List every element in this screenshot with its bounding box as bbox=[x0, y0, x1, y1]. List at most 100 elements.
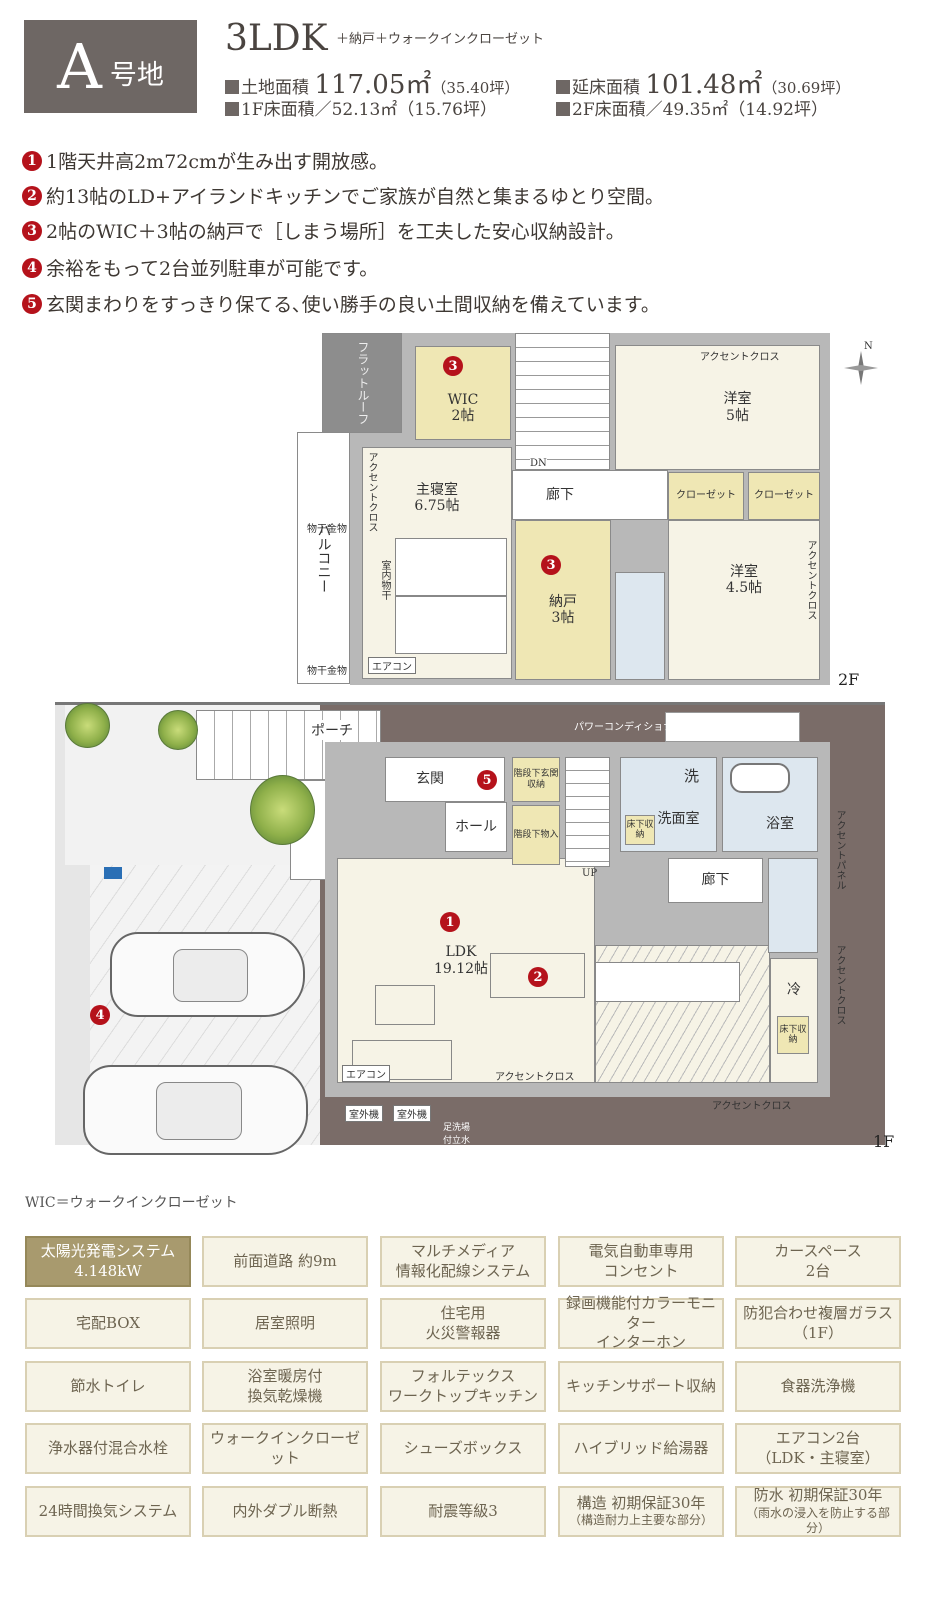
room-name: 洋室 bbox=[723, 391, 752, 408]
equipment-sublabel: 換気乾燥機 bbox=[247, 1386, 323, 1405]
point-number: 2 bbox=[22, 185, 42, 206]
equipment-label: 防水 初期保証30年 bbox=[753, 1486, 883, 1505]
total-floor-tsubo: （30.69坪） bbox=[762, 79, 851, 97]
point-marker-2: 2 bbox=[528, 967, 548, 987]
equipment-item: マルチメディア情報化配線システム bbox=[380, 1236, 546, 1287]
point-marker-4: 4 bbox=[90, 1005, 110, 1025]
hanger-label: 物干金物 bbox=[307, 524, 347, 535]
room-name: 冷 bbox=[787, 982, 801, 999]
point-text: 玄関まわりをすっきり保てる､使い勝手の良い土間収納を備えています。 bbox=[46, 294, 660, 316]
equipment-label: ハイブリッド給湯器 bbox=[573, 1438, 709, 1457]
equipment-item: 防犯合わせ複層ガラス（1F） bbox=[735, 1298, 901, 1349]
accent-panel-label: アクセントパネル bbox=[834, 810, 845, 890]
faucet-label: 足洗場付立水栓 bbox=[443, 1123, 471, 1159]
outdoor-unit-label: 室外機 bbox=[393, 1105, 431, 1122]
floor1-area: 1F床面積／52.13㎡（15.76坪） bbox=[225, 95, 497, 120]
room-name: 階段下玄関収納 bbox=[513, 769, 559, 790]
equipment-label: キッチンサポート収納 bbox=[565, 1376, 716, 1395]
underfloor-storage: 床下収納 bbox=[625, 815, 655, 845]
accent-cross-label: アクセントクロス bbox=[495, 1072, 575, 1083]
balcony: バルコニー bbox=[297, 432, 350, 684]
accent-cross-label: アクセントクロス bbox=[805, 540, 816, 620]
equipment-item: 浄水器付混合水栓 bbox=[25, 1423, 191, 1474]
equipment-sublabel: 2台 bbox=[805, 1261, 831, 1280]
hall-1f: ホール bbox=[445, 802, 507, 852]
equipment-label: マルチメディア bbox=[411, 1242, 515, 1260]
room-name: 主寝室 bbox=[416, 481, 458, 498]
point-text: 2帖のWIC＋3帖の納戸で［しまう場所］を工夫した安心収納設計。 bbox=[46, 221, 625, 243]
room-name: クローゼット bbox=[754, 490, 814, 502]
coffee-table bbox=[375, 985, 435, 1025]
toilet-1f bbox=[768, 858, 818, 953]
equipment-label: 前面道路 約9m bbox=[233, 1251, 337, 1270]
toilet-2f bbox=[615, 572, 665, 680]
equipment-item: 食器洗浄機 bbox=[735, 1361, 901, 1412]
room-size: 2帖 bbox=[451, 408, 475, 424]
room-name: 階段下物入 bbox=[513, 829, 559, 840]
room-name: クローゼット bbox=[676, 490, 736, 502]
square-bullet-icon bbox=[225, 102, 239, 116]
room-name: 浴室 bbox=[766, 816, 794, 833]
equipment-item: 内外ダブル断熱 bbox=[202, 1486, 368, 1537]
equipment-item: 居室照明 bbox=[202, 1298, 368, 1349]
washer-label: 洗 bbox=[684, 767, 700, 785]
land-area-tsubo: （35.40坪） bbox=[431, 79, 520, 97]
closet: クローゼット bbox=[748, 472, 820, 520]
room-name: バルコニー bbox=[315, 523, 332, 593]
accent-cross-label: アクセントクロス bbox=[366, 452, 377, 532]
room-name: LDK bbox=[445, 944, 477, 961]
equipment-sublabel: （LDK・主寝室） bbox=[756, 1448, 880, 1467]
room-name: 廊下 bbox=[701, 872, 730, 889]
lot-suffix: 号地 bbox=[109, 60, 164, 91]
hanger-label: 物干金物 bbox=[307, 666, 347, 677]
room-name: WIC bbox=[447, 391, 479, 408]
point-marker-3: 3 bbox=[443, 356, 463, 376]
room-name: 洗面室 bbox=[657, 811, 700, 828]
stairs-up-label: UP bbox=[582, 868, 598, 879]
equipment-label: 耐震等級3 bbox=[428, 1501, 498, 1520]
equipment-item: 浴室暖房付換気乾燥機 bbox=[202, 1361, 368, 1412]
room-size: 5帖 bbox=[726, 407, 749, 424]
equipment-label: 内外ダブル断熱 bbox=[232, 1501, 338, 1520]
floor2-area-text: 2F床面積／49.35㎡（14.92坪） bbox=[572, 100, 828, 120]
floor1-area-text: 1F床面積／52.13㎡（15.76坪） bbox=[241, 100, 497, 120]
tree-icon bbox=[250, 775, 315, 845]
compass-north-label: N bbox=[864, 341, 873, 352]
equipment-sublabel: 火災警報器 bbox=[425, 1323, 501, 1342]
equipment-label: 住宅用 bbox=[440, 1304, 486, 1322]
room-name: 洋室 bbox=[730, 563, 758, 580]
equipment-item: フォルテックスワークトップキッチン bbox=[380, 1361, 546, 1412]
equipment-label: 防犯合わせ複層ガラス bbox=[743, 1304, 893, 1322]
car-icon bbox=[83, 1065, 308, 1155]
room-name: ホール bbox=[455, 818, 497, 835]
room-name: 床下収納 bbox=[626, 819, 654, 840]
closet: クローゼット bbox=[668, 472, 744, 520]
stairs bbox=[565, 757, 610, 867]
equipment-label: 節水トイレ bbox=[70, 1376, 146, 1395]
equipment-sublabel: 4.148kW bbox=[74, 1261, 142, 1280]
equipment-label: 電気自動車専用 bbox=[588, 1242, 694, 1260]
equipment-item: 防水 初期保証30年（雨水の浸入を防止する部分） bbox=[735, 1486, 901, 1537]
equipment-sublabel: （1F） bbox=[793, 1323, 843, 1342]
indoor-dry-label: 室内物干 bbox=[379, 560, 390, 600]
layout-title: 3LDK bbox=[225, 18, 328, 59]
point-marker-1: 1 bbox=[440, 912, 460, 932]
room-name: 廊下 bbox=[546, 486, 574, 503]
equipment-sublabel: （雨水の浸入を防止する部分） bbox=[745, 1505, 890, 1536]
legend-note: WIC＝ウォークインクローゼット bbox=[25, 1195, 238, 1211]
stairs-down-label: DN bbox=[530, 458, 547, 469]
equipment-label: エアコン2台 bbox=[775, 1429, 861, 1447]
total-floor-area: 延床面積 101.48㎡（30.69坪） bbox=[556, 64, 850, 101]
point-marker-5: 5 bbox=[477, 770, 497, 790]
bed bbox=[395, 538, 507, 596]
equipment-label: シューズボックス bbox=[403, 1438, 523, 1457]
